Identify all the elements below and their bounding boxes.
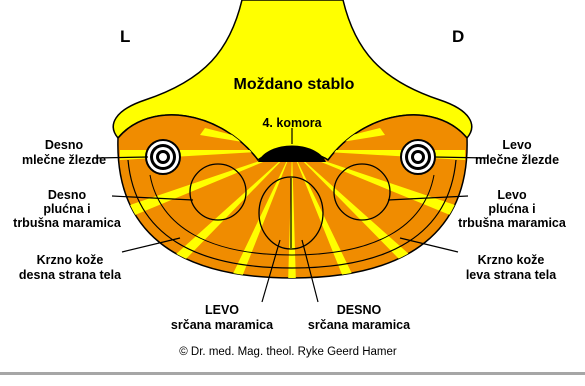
- right-pleura-label-1: Desno: [48, 188, 87, 202]
- target-left: [146, 140, 180, 174]
- side-left-label: L: [120, 27, 130, 46]
- left-skin-label-2: leva strana tela: [466, 268, 557, 282]
- right-pericardium-label-1: DESNO: [337, 303, 382, 317]
- right-pericardium-label-2: srčana maramica: [308, 318, 411, 332]
- right-pleura-label-2: plućna i: [43, 202, 90, 216]
- side-right-label: D: [452, 27, 464, 46]
- right-mammary-label-2: mlečne žlezde: [22, 153, 106, 167]
- left-pericardium-label-1: LEVO: [205, 303, 239, 317]
- fourth-ventricle-label: 4. komora: [262, 116, 322, 130]
- left-skin-label-1: Krzno kože: [478, 253, 545, 267]
- right-mammary-label-1: Desno: [45, 138, 84, 152]
- target-right: [401, 140, 435, 174]
- right-skin-label-1: Krzno kože: [37, 253, 104, 267]
- left-pleura-label-3: trbušna maramica: [458, 216, 567, 230]
- bottom-divider: [0, 372, 585, 375]
- left-pleura-label-2: plućna i: [488, 202, 535, 216]
- left-mammary-label-1: Levo: [502, 138, 532, 152]
- copyright-text: © Dr. med. Mag. theol. Ryke Geerd Hamer: [179, 346, 397, 358]
- left-pleura-label-1: Levo: [497, 188, 527, 202]
- left-pericardium-label-2: srčana maramica: [171, 318, 274, 332]
- right-skin-label-2: desna strana tela: [19, 268, 122, 282]
- left-mammary-label-2: mlečne žlezde: [475, 153, 559, 167]
- right-pleura-label-3: trbušna maramica: [13, 216, 122, 230]
- brainstem-label: Moždano stablo: [234, 76, 355, 93]
